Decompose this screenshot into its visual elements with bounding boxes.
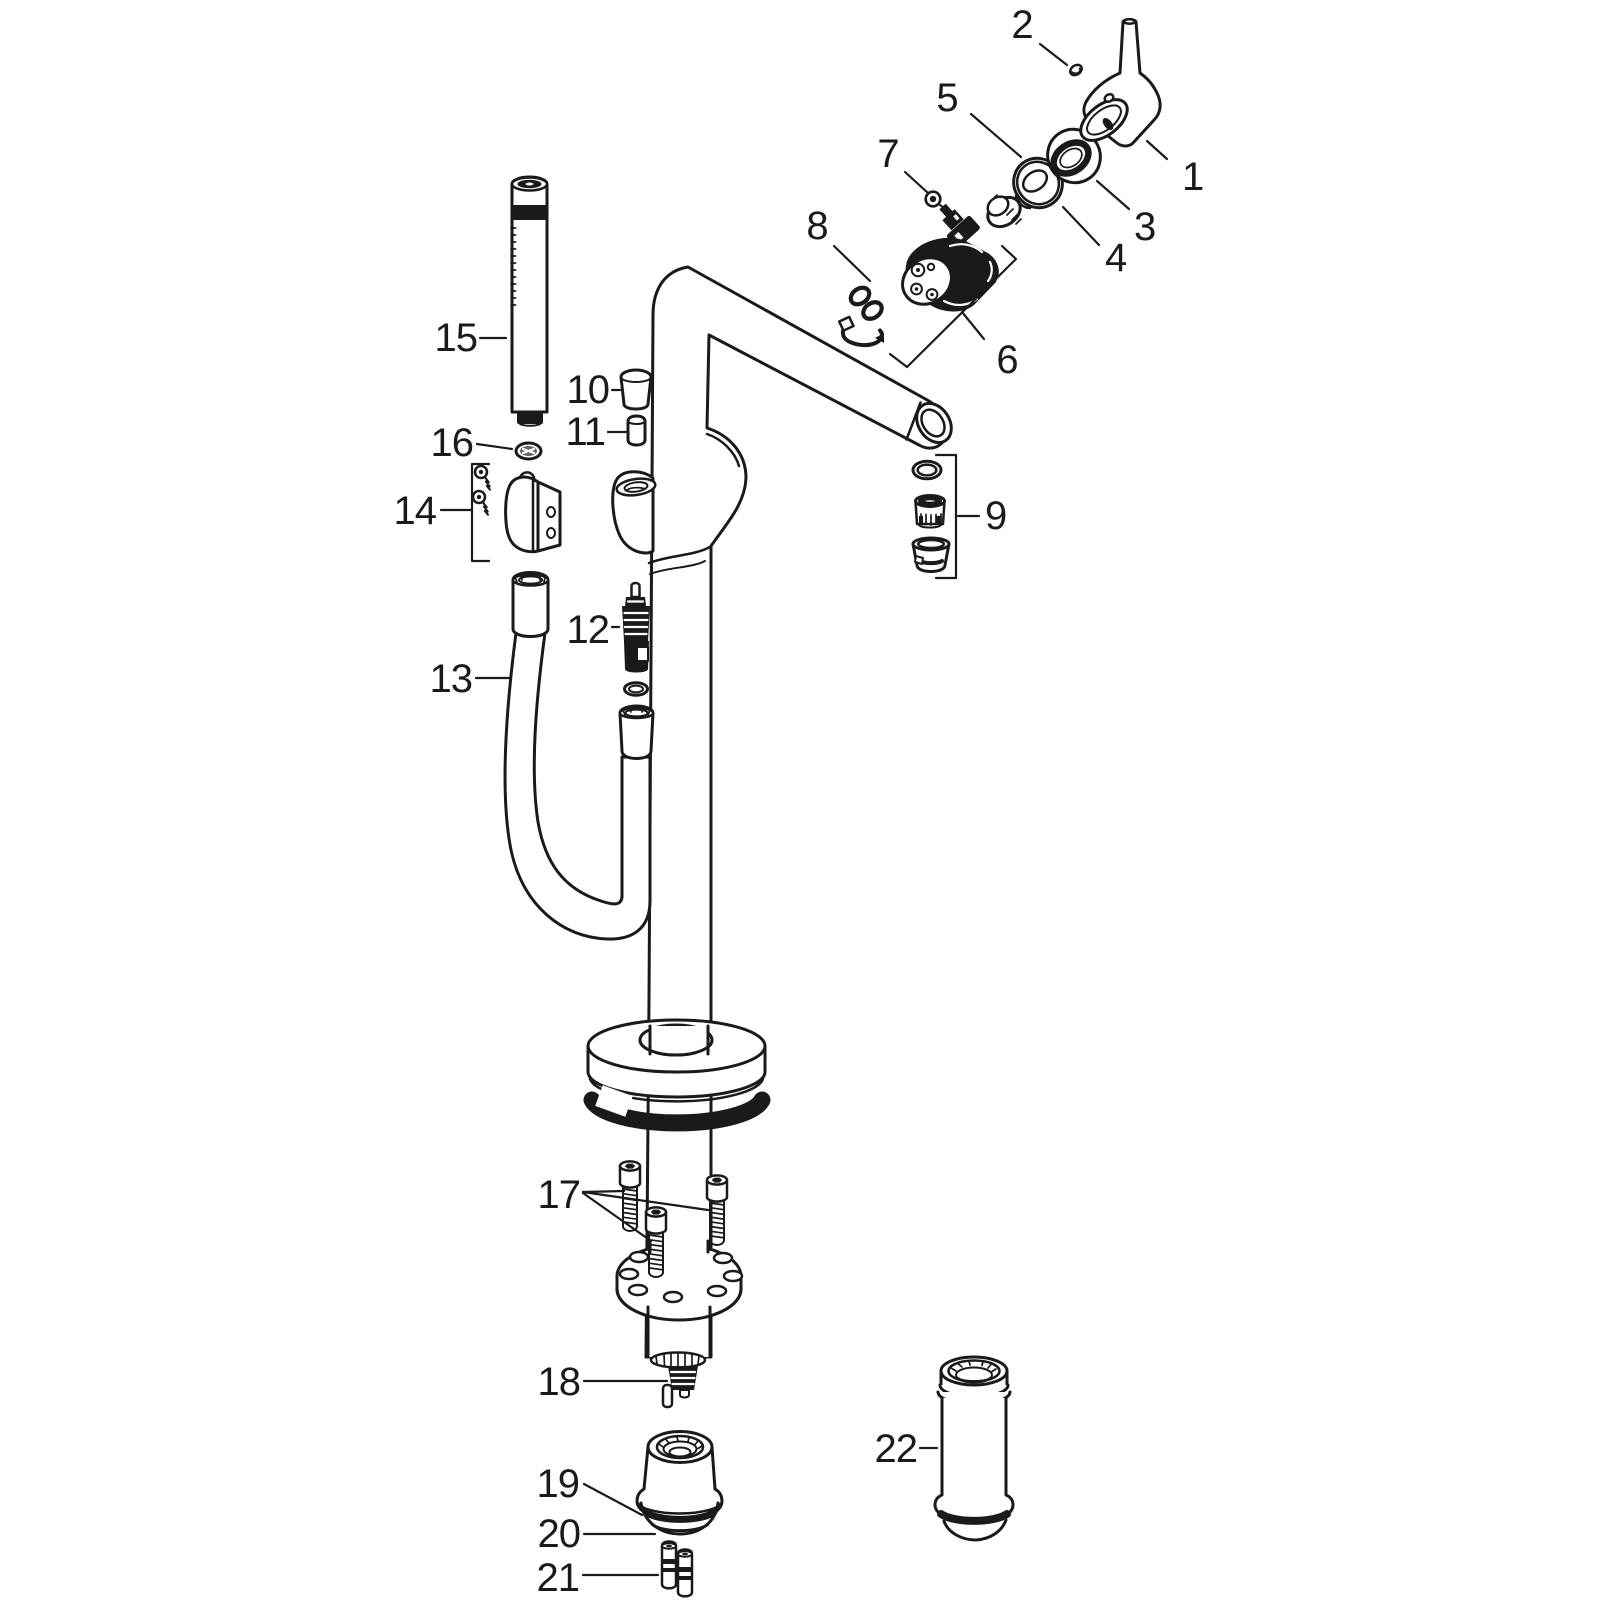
part-10-cap: [619, 368, 653, 411]
rubber-seal-ring: [583, 1091, 771, 1132]
part-label-17: 17: [538, 1173, 581, 1217]
aerator-sleeve: [911, 536, 951, 573]
part-label-10: 10: [567, 368, 610, 412]
part-label-20: 20: [538, 1512, 581, 1556]
part-2-plug: [1069, 63, 1083, 77]
part-label-13: 13: [430, 657, 473, 701]
part-label-12: 12: [567, 608, 610, 652]
part-label-22: 22: [875, 1427, 918, 1471]
part-6-cartridge: [901, 203, 999, 312]
part-label-1: 1: [1182, 155, 1203, 199]
part-20-seal: [642, 1508, 718, 1523]
part-22-extension-socket: [933, 1355, 1015, 1542]
base-plate: [583, 1018, 771, 1132]
part-8-securing-clip: [837, 285, 884, 348]
part-5-union-nut: [986, 194, 1022, 229]
part-label-19: 19: [537, 1462, 580, 1506]
part-18-bottom-connector: [649, 1351, 707, 1409]
part-label-7: 7: [877, 132, 898, 176]
part-11-sleeve: [626, 414, 647, 447]
part-7-screw: [924, 190, 954, 223]
part-label-3: 3: [1134, 205, 1155, 249]
aerator-insert: [914, 494, 946, 529]
part-12-non-return-valve: [618, 581, 655, 760]
part-16-filter-washer: [514, 441, 543, 461]
spout-tip: [905, 401, 953, 445]
part-label-15: 15: [435, 316, 478, 360]
leader-lines: [439, 42, 1169, 1577]
part-label-2: 2: [1011, 3, 1032, 47]
part-label-14: 14: [394, 489, 437, 533]
part-label-8: 8: [806, 204, 827, 248]
part-15-hand-shower: [510, 175, 549, 427]
part-label-4: 4: [1105, 236, 1127, 280]
valve-sleeve: [618, 704, 655, 760]
bracket-9: [934, 453, 958, 580]
bracket-14: [470, 462, 491, 563]
part-9-aerator-set: [911, 459, 951, 573]
part-19-mounting-socket: [635, 1430, 724, 1536]
faucet-body: [611, 265, 953, 1359]
callout-labels: 1 2 3 4 5 6 7 8 9 10 11 12 13 14 15 16 1…: [394, 3, 1205, 1600]
part-13-shower-hose: [503, 571, 652, 941]
part-3-ring: [1046, 127, 1102, 185]
part-label-9: 9: [985, 494, 1006, 538]
part-21-connection-pins: [660, 1540, 694, 1598]
shower-holder-arm: [611, 470, 657, 555]
part-label-18: 18: [538, 1360, 581, 1404]
part-label-5: 5: [936, 76, 957, 120]
part-label-11: 11: [565, 410, 605, 454]
part-label-6: 6: [996, 338, 1017, 382]
hose-connector: [511, 571, 550, 638]
part-1-handle: [1079, 18, 1162, 148]
part-label-21: 21: [537, 1556, 580, 1600]
part-14-holder: [468, 463, 562, 554]
part-label-16: 16: [431, 421, 474, 465]
mounting-flange: [615, 1239, 744, 1359]
